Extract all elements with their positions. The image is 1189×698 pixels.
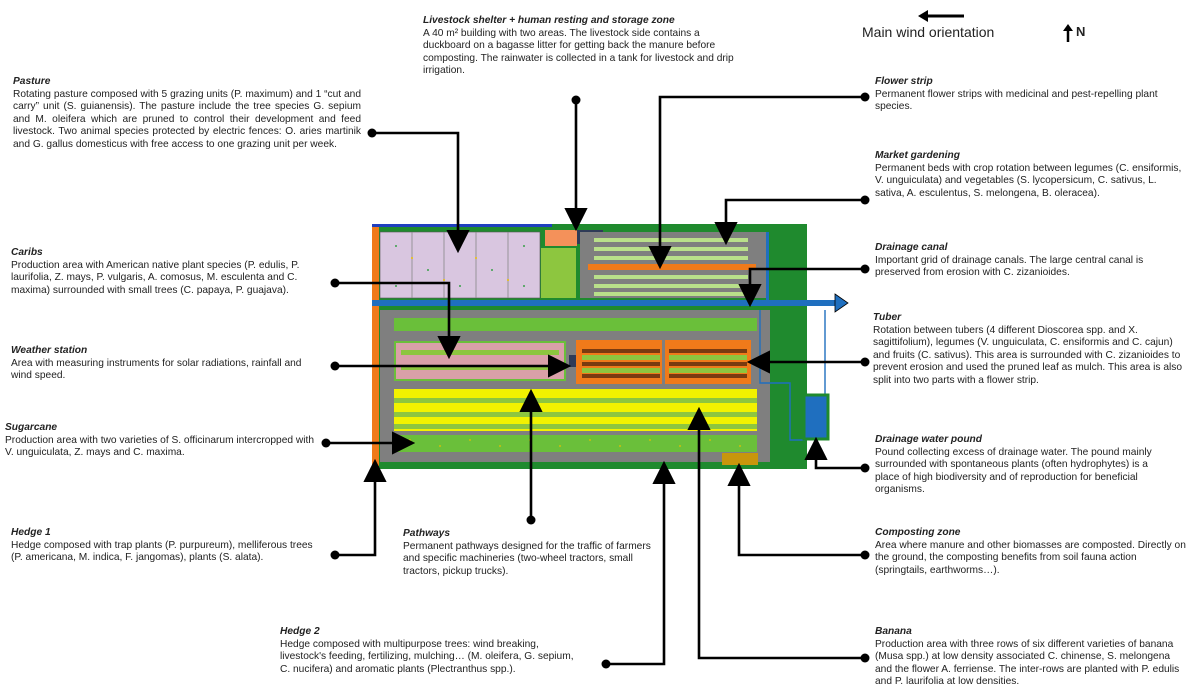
livestock-title: Livestock shelter + human resting and st… (423, 15, 675, 26)
farm-plan (372, 224, 849, 469)
leader-pasture (372, 131, 470, 254)
flower-strip-east (766, 232, 769, 302)
leader-compost (727, 462, 865, 557)
sugarcane-title: Sugarcane (5, 422, 58, 433)
banana-title: Banana (875, 626, 912, 637)
label-flower: Flower strip Permanent flower strips wit… (875, 76, 1185, 114)
leader-dots (321, 92, 870, 669)
label-caribs: Caribs Production area with American nat… (11, 247, 316, 297)
north-label: N (1076, 24, 1086, 39)
leader-banana (687, 406, 865, 660)
leader-lines (326, 95, 865, 666)
sugarcane-desc: Production area with two varieties of S.… (5, 434, 314, 459)
label-tuber: Tuber Rotation between tubers (4 differe… (873, 312, 1187, 388)
east-hedge (770, 226, 807, 234)
label-compost: Composting zone Area where manure and ot… (875, 527, 1187, 577)
flower-title: Flower strip (875, 76, 933, 87)
label-pound: Drainage water pound Pound collecting ex… (875, 434, 1175, 497)
hedge2-desc: Hedge composed with multipurpose trees: … (280, 638, 574, 675)
north-edge-strip (372, 224, 552, 227)
compost-desc: Area where manure and other biomasses ar… (875, 539, 1186, 576)
label-banana: Banana Production area with three rows o… (875, 626, 1187, 689)
weather-desc: Area with measuring instruments for sola… (11, 357, 302, 382)
caribs-area (394, 341, 566, 381)
leader-flower (648, 95, 865, 270)
label-sugarcane: Sugarcane Production area with two varie… (5, 422, 317, 460)
central-drainage-canal (372, 300, 835, 306)
livestock-shelter (545, 230, 577, 246)
market-desc: Permanent beds with crop rotation betwee… (875, 162, 1182, 199)
hedge1-title: Hedge 1 (11, 527, 51, 538)
leader-caribs (335, 281, 461, 360)
pound-desc: Pound collecting excess of drainage wate… (875, 446, 1152, 496)
flower-strip (588, 264, 756, 270)
pathways-title: Pathways (403, 528, 450, 539)
drainage-title: Drainage canal (875, 242, 948, 253)
hedge2-title: Hedge 2 (280, 626, 320, 637)
label-pasture: Pasture Rotating pasture composed with 5… (13, 76, 361, 152)
weather-title: Weather station (11, 345, 88, 356)
leader-drainage (738, 267, 865, 308)
drainage-desc: Important grid of drainage canals. The l… (875, 254, 1144, 279)
flower-desc: Permanent flower strips with medicinal a… (875, 88, 1158, 113)
leader-market (714, 198, 865, 246)
caribs-inner-row (401, 350, 559, 355)
banana-desc: Production area with three rows of six d… (875, 638, 1180, 688)
leader-hedge1 (335, 458, 387, 557)
tuber-desc: Rotation between tubers (4 different Dio… (873, 324, 1183, 386)
pasture-area (379, 231, 541, 299)
market-title: Market gardening (875, 150, 960, 161)
label-market: Market gardening Permanent beds with cro… (875, 150, 1187, 200)
composting-zone (722, 453, 758, 465)
weather-station (569, 355, 579, 367)
label-pathways: Pathways Permanent pathways designed for… (403, 528, 665, 578)
canal-outlet-arrow (834, 293, 849, 313)
pasture-desc: Rotating pasture composed with 5 grazing… (13, 88, 361, 150)
hedge1-strip (372, 226, 379, 466)
caribs-title: Caribs (11, 247, 43, 258)
wind-orientation-label: Main wind orientation (862, 24, 995, 40)
caribs-desc: Production area with American native pla… (11, 259, 300, 296)
south-hedge-row-top (394, 318, 757, 331)
label-drainage: Drainage canal Important grid of drainag… (875, 242, 1187, 280)
compost-title: Composting zone (875, 527, 961, 538)
tuber-title: Tuber (873, 312, 902, 323)
leader-pound (804, 436, 865, 470)
hedge1-desc: Hedge composed with trap plants (P. purp… (11, 539, 313, 564)
sugarcane-area (394, 435, 757, 452)
label-livestock: Livestock shelter + human resting and st… (423, 15, 738, 78)
drainage-water-pound (802, 393, 830, 441)
caribs-inner-row-2 (401, 365, 559, 370)
cut-and-carry-unit (541, 248, 576, 298)
pasture-title: Pasture (13, 76, 51, 87)
wind-arrow-icon (918, 10, 964, 22)
label-hedge2: Hedge 2 Hedge composed with multipurpose… (280, 626, 580, 676)
north-arrow-icon (1063, 24, 1073, 42)
label-weather: Weather station Area with measuring inst… (11, 345, 311, 383)
label-hedge1: Hedge 1 Hedge composed with trap plants … (11, 527, 316, 565)
pathways-desc: Permanent pathways designed for the traf… (403, 540, 651, 577)
livestock-desc: A 40 m² building with two areas. The liv… (423, 27, 734, 77)
pound-title: Drainage water pound (875, 434, 982, 445)
leader-hedge2 (606, 460, 676, 666)
